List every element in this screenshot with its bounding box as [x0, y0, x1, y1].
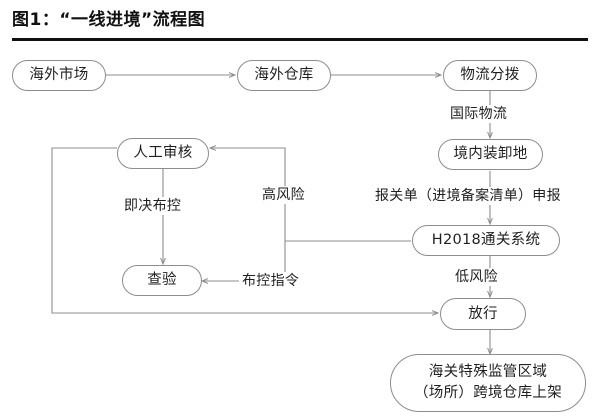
title-divider: [12, 38, 588, 41]
node-overseas-market[interactable]: 海外市场: [12, 60, 106, 91]
edge-manual-review-to-release: [51, 147, 438, 313]
edge-label-control-order: 布控指令: [239, 272, 303, 290]
edge-label-declaration: 报关单（进境备案清单）申报: [372, 187, 564, 205]
node-logistics-sorting[interactable]: 物流分拨: [443, 60, 537, 91]
figure-title: 图1：“一线进境”流程图: [12, 10, 206, 30]
edge-label-immediate-control: 即决布控: [121, 197, 185, 215]
node-customs-zone[interactable]: 海关特殊监管区域 （场所）跨境仓库上架: [390, 354, 586, 412]
node-inspection[interactable]: 查验: [122, 265, 202, 296]
node-release[interactable]: 放行: [440, 298, 526, 330]
edge-label-international-logistics: 国际物流: [447, 105, 511, 123]
edge-label-high-risk: 高风险: [259, 186, 308, 204]
node-manual-review[interactable]: 人工审核: [117, 138, 209, 169]
node-overseas-warehouse[interactable]: 海外仓库: [237, 60, 331, 91]
node-h2018-system[interactable]: H2018通关系统: [412, 225, 560, 256]
node-domestic-loading[interactable]: 境内装卸地: [438, 139, 543, 170]
edge-label-low-risk: 低风险: [452, 268, 501, 286]
